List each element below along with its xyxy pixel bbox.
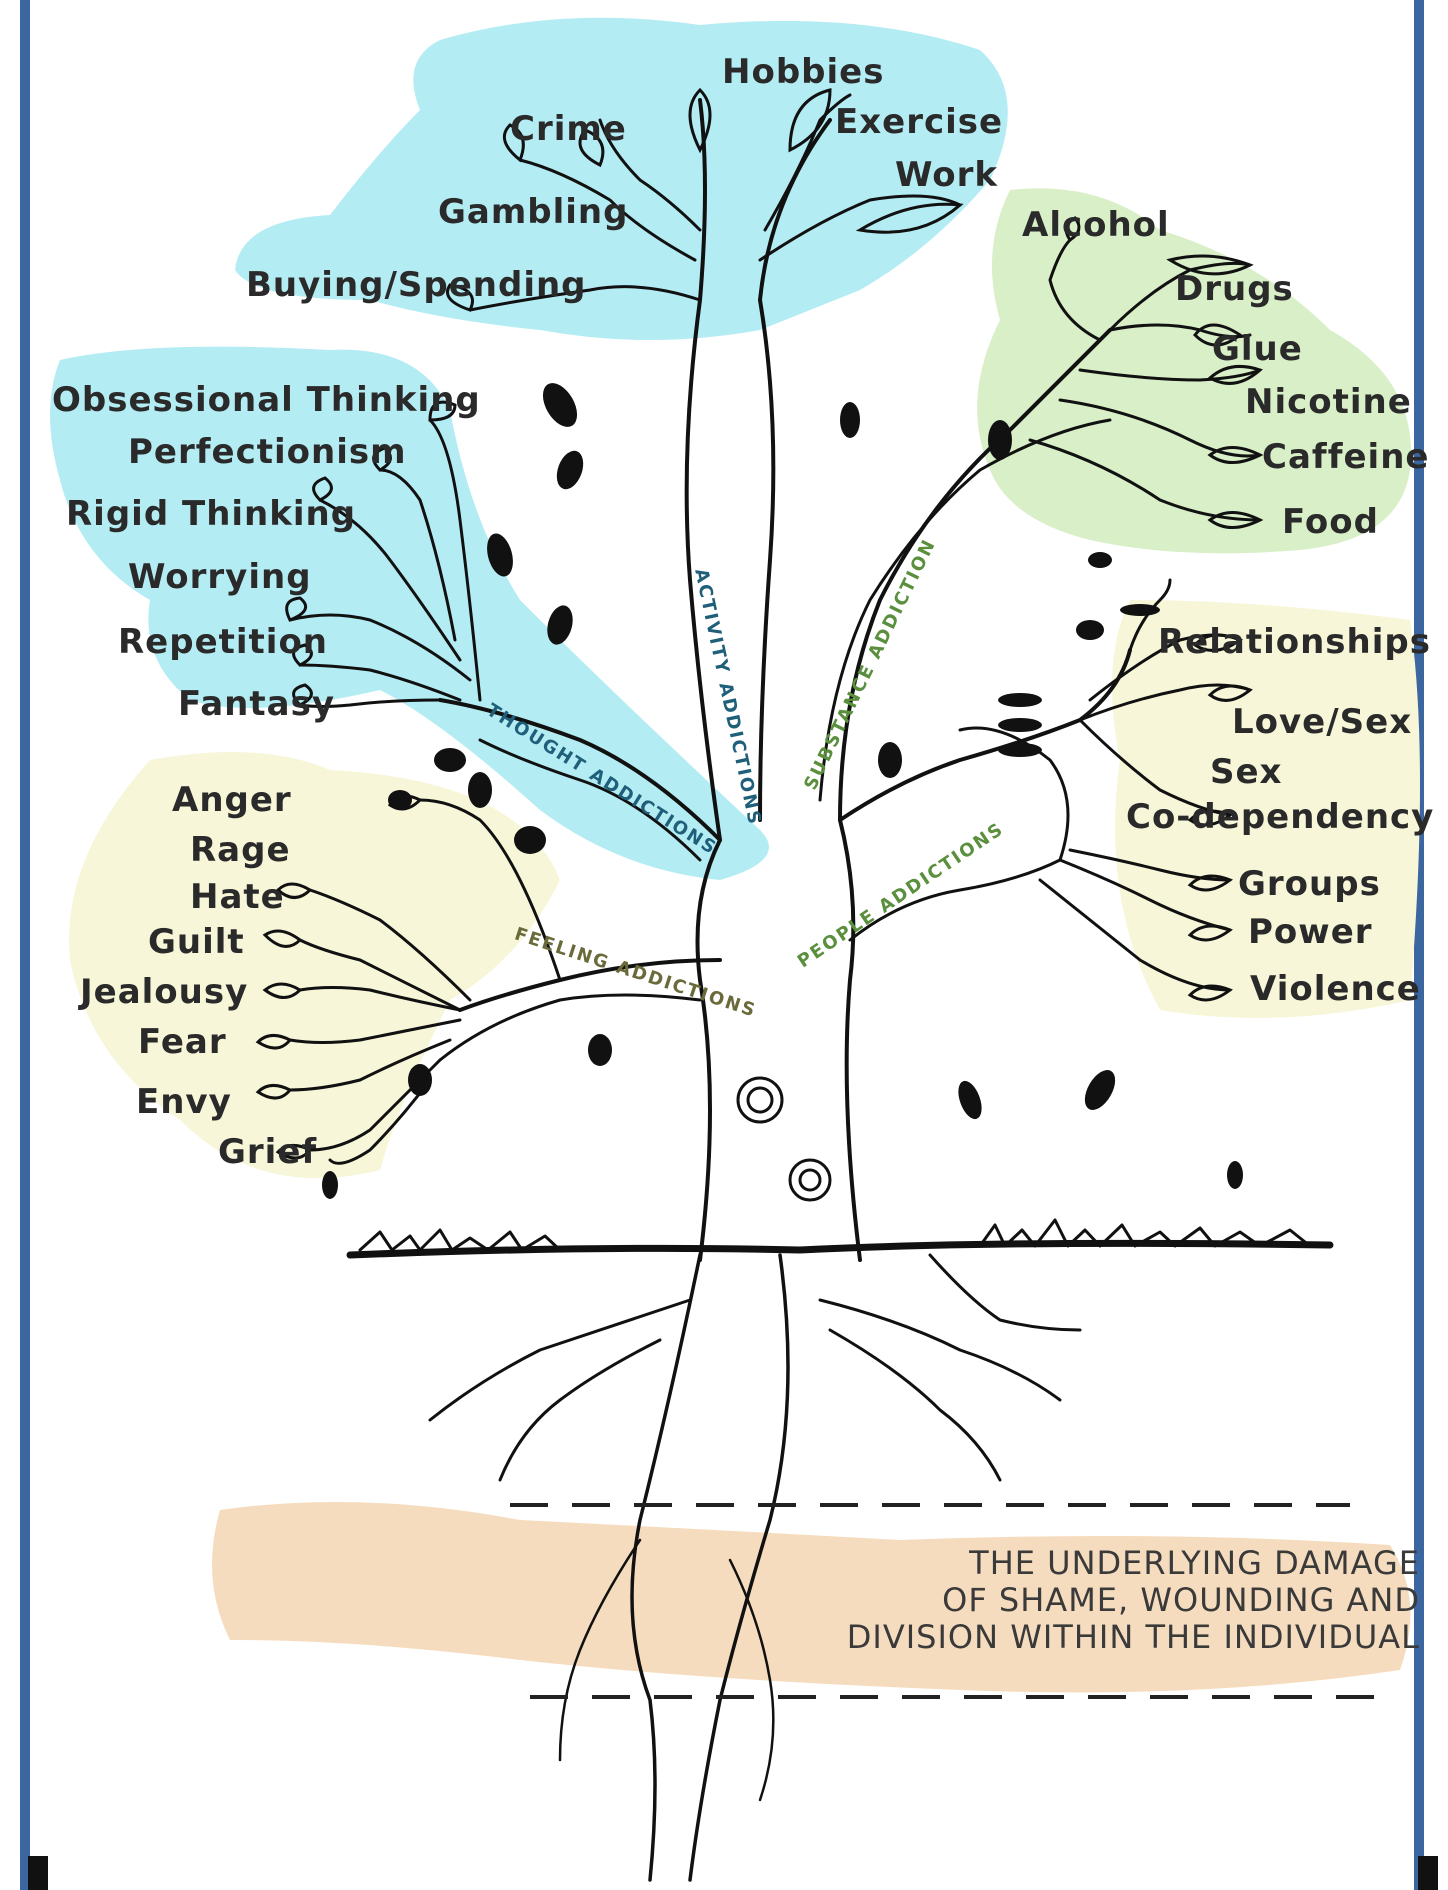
label-rage: Rage [190, 833, 291, 867]
caption-line-2: OF SHAME, WOUNDING AND [760, 1582, 1420, 1619]
label-rigid-thinking: Rigid Thinking [66, 497, 356, 531]
label-groups: Groups [1238, 867, 1381, 901]
label-gambling: Gambling [438, 195, 628, 229]
label-anger: Anger [172, 783, 292, 817]
label-alcohol: Alcohol [1022, 208, 1170, 242]
label-drugs: Drugs [1175, 272, 1294, 306]
label-caffeine: Caffeine [1262, 440, 1429, 474]
label-repetition: Repetition [118, 625, 328, 659]
label-sex: Sex [1210, 755, 1282, 789]
label-jealousy: Jealousy [80, 975, 248, 1009]
label-fear: Fear [138, 1025, 227, 1059]
label-power: Power [1248, 915, 1373, 949]
label-glue: Glue [1212, 332, 1303, 366]
caption-line-1: THE UNDERLYING DAMAGE [760, 1545, 1420, 1582]
label-worrying: Worrying [128, 560, 312, 594]
label-obsessional-thinking: Obsessional Thinking [52, 383, 481, 417]
bottom-right-marker [1418, 1856, 1438, 1890]
label-grief: Grief [218, 1135, 317, 1169]
label-crime: Crime [510, 112, 627, 146]
label-food: Food [1282, 505, 1379, 539]
bottom-left-marker [28, 1856, 48, 1890]
label-violence: Violence [1250, 972, 1421, 1006]
label-perfectionism: Perfectionism [128, 435, 407, 469]
caption-line-3: DIVISION WITHIN THE INDIVIDUAL [760, 1619, 1420, 1656]
underlying-damage-caption: THE UNDERLYING DAMAGE OF SHAME, WOUNDING… [760, 1545, 1420, 1656]
label-work: Work [895, 158, 998, 192]
label-guilt: Guilt [148, 925, 245, 959]
label-hate: Hate [190, 880, 285, 914]
label-nicotine: Nicotine [1245, 385, 1412, 419]
label-co-dependency: Co-dependency [1126, 800, 1434, 834]
label-relationships: Relationships [1158, 625, 1431, 659]
label-buying-spending: Buying/Spending [246, 268, 587, 302]
label-hobbies: Hobbies [722, 55, 884, 89]
label-fantasy: Fantasy [178, 687, 335, 721]
label-love-sex: Love/Sex [1232, 705, 1412, 739]
label-exercise: Exercise [835, 105, 1003, 139]
label-envy: Envy [136, 1085, 232, 1119]
